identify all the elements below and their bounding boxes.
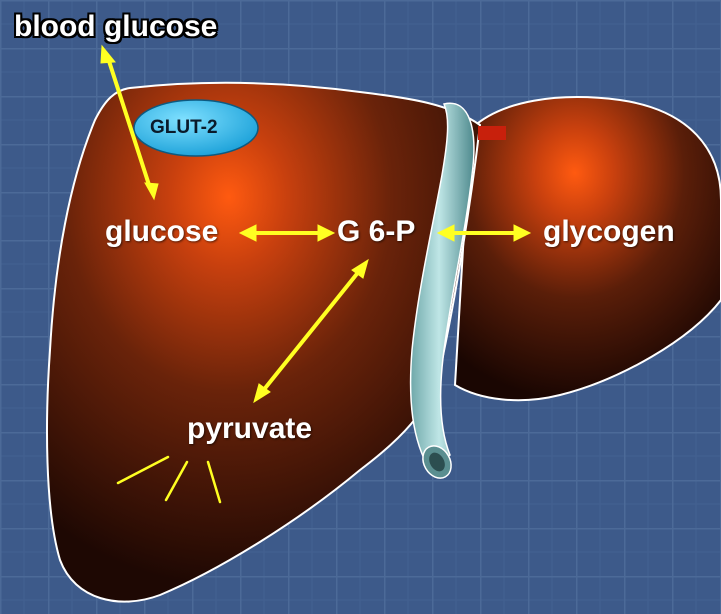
glut2-label: GLUT-2 xyxy=(150,118,218,137)
glycogen-label: glycogen xyxy=(543,217,675,247)
g6p-label: G 6-P xyxy=(337,217,415,247)
glucose-label: glucose xyxy=(105,217,218,247)
pyruvate-label: pyruvate xyxy=(187,414,312,444)
ligament xyxy=(478,126,506,140)
blood-glucose-label: blood glucose xyxy=(14,12,217,42)
